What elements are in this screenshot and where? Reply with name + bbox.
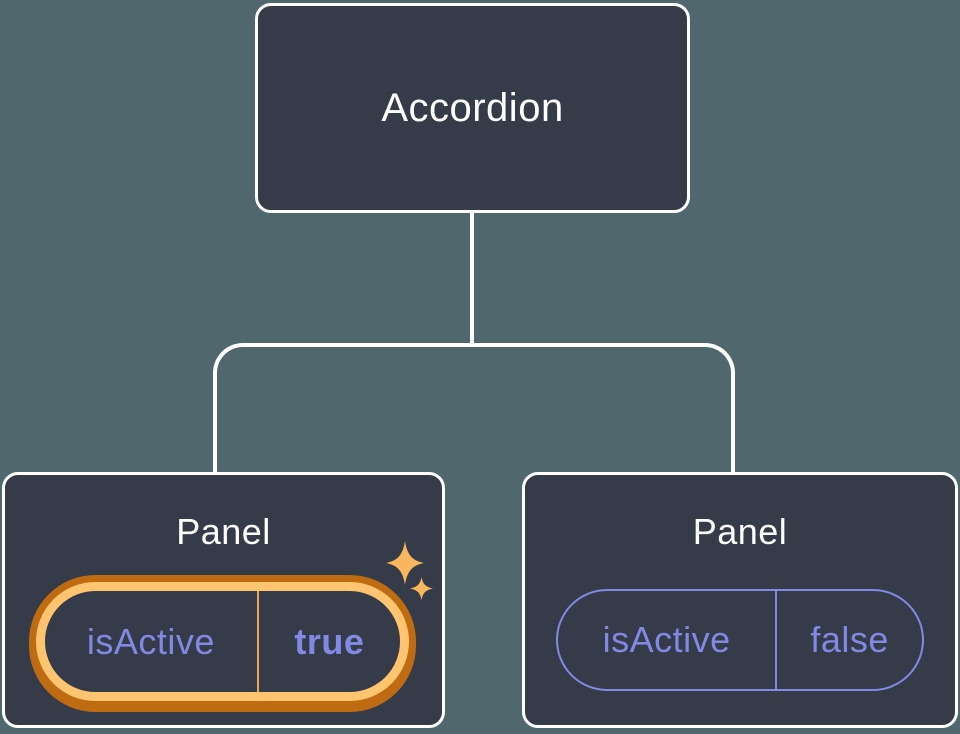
pill-divider: [256, 591, 259, 692]
panel-node-active: Panel isActive true: [2, 472, 445, 728]
accordion-label: Accordion: [381, 85, 564, 130]
sparkle-icon-large: [386, 541, 424, 585]
prop-name: isActive: [602, 619, 731, 660]
panel-title: Panel: [692, 511, 788, 552]
isactive-pill-highlighted: isActive true: [36, 582, 409, 701]
panel-title: Panel: [176, 511, 271, 552]
isactive-pill: isActive false: [556, 589, 924, 691]
prop-value: false: [810, 619, 889, 660]
connector-stem: [470, 212, 474, 345]
panel-node-inactive: Panel isActive false: [522, 472, 958, 728]
sparkle-icon-small: [410, 577, 433, 600]
prop-name: isActive: [86, 620, 215, 662]
pill-divider: [775, 591, 778, 689]
prop-value: true: [294, 620, 365, 662]
connector-branch: [213, 343, 735, 472]
accordion-node: Accordion: [255, 3, 690, 213]
